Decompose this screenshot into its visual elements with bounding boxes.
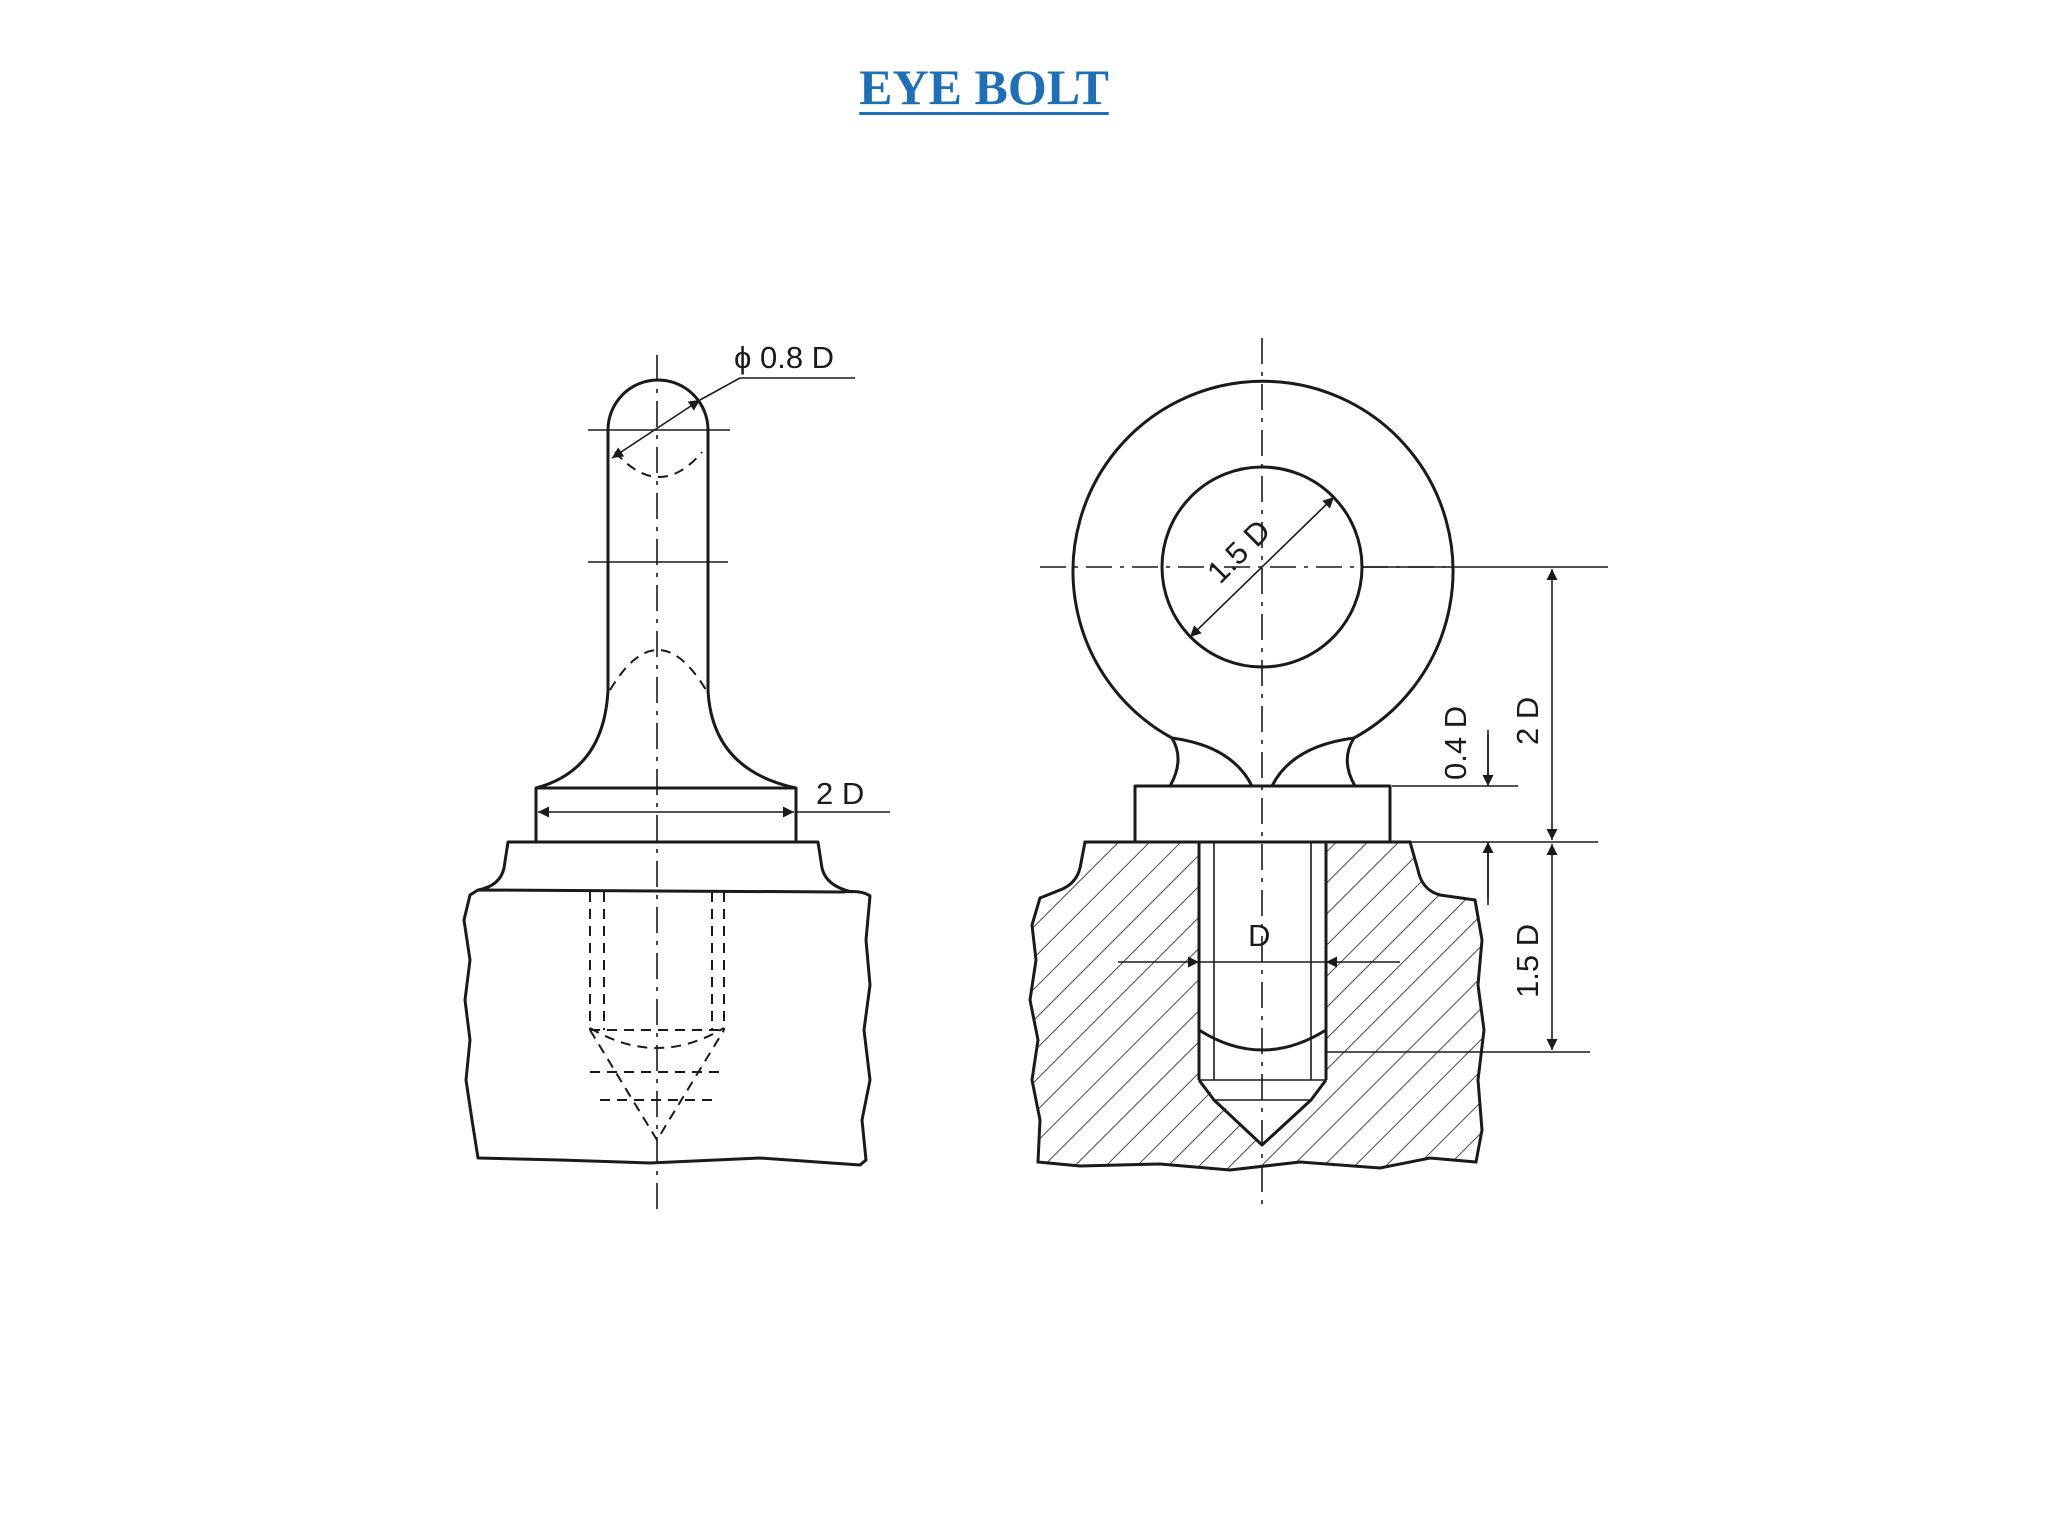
eye-diameter-dim-line xyxy=(1189,496,1335,638)
eye-diameter-label: 1.5 D xyxy=(1200,513,1277,590)
side-hidden-arc-top xyxy=(614,451,703,478)
side-base-block xyxy=(462,888,872,1167)
side-collar xyxy=(534,786,798,844)
shank-diameter-dim-line xyxy=(611,399,701,459)
shank-diameter-label: ϕ 0.8 D xyxy=(734,340,834,375)
front-neck xyxy=(1171,736,1355,787)
front-view: 1.5 D 0.4 D 2 D 1.5 D D xyxy=(1028,338,1608,1205)
side-hidden-arc-bottom xyxy=(609,649,707,691)
collar-width-label: 2 D xyxy=(816,776,864,811)
front-eye-ring xyxy=(1071,379,1455,788)
page-title: EYE BOLT xyxy=(859,59,1109,115)
side-shank xyxy=(535,378,797,790)
thread-diameter-label: D xyxy=(1248,918,1270,953)
eye-height-label: 2 D xyxy=(1510,697,1545,745)
thread-depth-label: 1.5 D xyxy=(1510,924,1545,998)
side-view: ϕ 0.8 D 2 D xyxy=(462,340,890,1210)
side-boss xyxy=(477,840,853,894)
collar-thickness-label: 0.4 D xyxy=(1438,706,1473,780)
